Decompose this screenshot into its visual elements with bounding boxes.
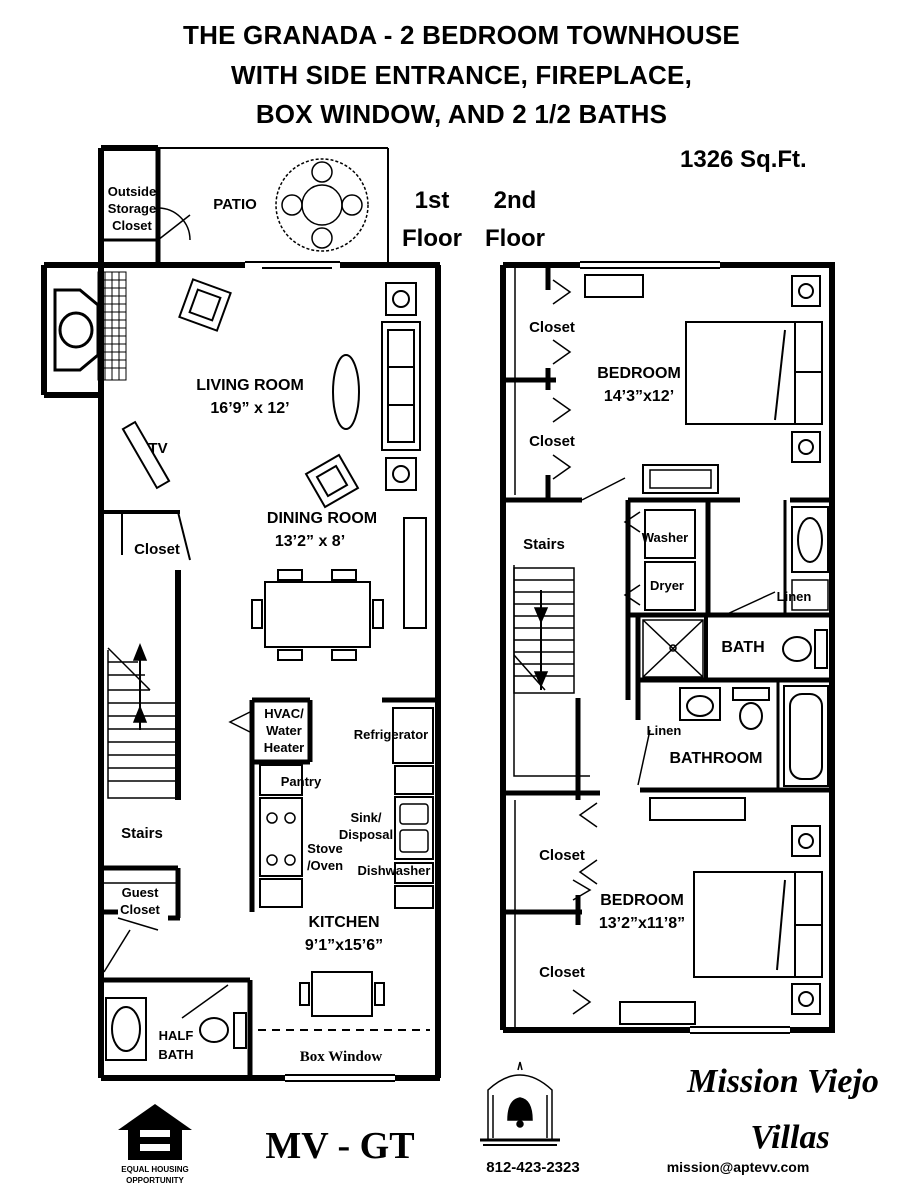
closet-4-label: Closet: [539, 964, 585, 981]
closet-label: Closet: [134, 541, 180, 558]
toilet-icon: [732, 687, 770, 730]
sink-icon: [105, 997, 147, 1061]
dryer-label: Dryer: [650, 578, 684, 593]
living-room-size: 16’9” x 12’: [210, 400, 289, 417]
guest-closet-label-1: Guest: [122, 885, 160, 900]
sink-label-1: Sink/: [350, 810, 381, 825]
first-floor-plan: [41, 145, 441, 1082]
lamp-icon: [791, 825, 821, 1015]
sink-icon: [679, 687, 721, 721]
equal-housing-label-1: EQUAL HOUSING: [121, 1165, 188, 1174]
buffet-icon: [403, 517, 427, 629]
mission-bell-logo-icon: [480, 1061, 560, 1146]
armchair-icon: [304, 453, 360, 509]
fireplace-icon: [97, 271, 127, 381]
closet-1-label: Closet: [529, 319, 575, 336]
second-floor-label-2: Floor: [485, 225, 545, 252]
dining-table-icon: [251, 569, 384, 661]
armchair-icon: [178, 278, 232, 332]
outside-storage-label-3: Closet: [112, 218, 152, 233]
washer-label: Washer: [642, 530, 688, 545]
tv-icon: [121, 420, 171, 490]
bedroom-1-size: 14’3”x12’: [604, 388, 674, 405]
bath-label: BATH: [721, 639, 764, 656]
sqft-label: 1326 Sq.Ft.: [680, 146, 807, 173]
outside-storage-label-1: Outside: [108, 184, 156, 199]
sink-label-2: Disposal: [339, 827, 393, 842]
stairs-icon: [107, 642, 178, 799]
phone-number: 812-423-2323: [486, 1159, 579, 1176]
sink-icon: [791, 506, 829, 573]
linen-2-label: Linen: [647, 723, 682, 738]
box-window-label: Box Window: [300, 1049, 383, 1065]
second-floor-plan: [500, 261, 835, 1034]
stairs-icon: [513, 565, 590, 777]
lamp-icon: [791, 275, 821, 463]
bedroom-2-size: 13’2”x11’8”: [599, 915, 685, 932]
closet-3-label: Closet: [539, 847, 585, 864]
title-line-2: WITH SIDE ENTRANCE, FIREPLACE,: [230, 60, 692, 90]
hvac-label-1: HVAC/: [264, 706, 304, 721]
dishwasher-label: Dishwasher: [358, 863, 431, 878]
patio-table-icon: [275, 158, 369, 252]
half-bath-label-2: BATH: [158, 1047, 193, 1062]
tv-label: TV: [148, 440, 167, 457]
sofa-icon: [381, 321, 421, 451]
bedroom-2-label: BEDROOM: [600, 892, 684, 909]
stove-icon: [259, 797, 303, 877]
stairs-2-label: Stairs: [523, 536, 565, 553]
brand-line-1: Mission Viejo: [686, 1063, 879, 1100]
brand-line-2: Villas: [750, 1119, 829, 1156]
closet-2-label: Closet: [529, 433, 575, 450]
stairs-label: Stairs: [121, 825, 163, 842]
coffee-table-icon: [332, 354, 360, 430]
dining-table-icon: [299, 971, 385, 1017]
title-line-3: BOX WINDOW, AND 2 1/2 BATHS: [255, 99, 668, 129]
toilet-icon: [782, 629, 828, 669]
second-floor-label-1: 2nd: [494, 187, 537, 214]
dresser-icon: [642, 464, 719, 494]
first-floor-label-1: 1st: [415, 187, 450, 214]
hvac-label-3: Heater: [264, 740, 304, 755]
title-line-1: THE GRANADA - 2 BEDROOM TOWNHOUSE: [183, 20, 740, 50]
guest-closet-label-2: Closet: [120, 902, 160, 917]
hvac-label-2: Water: [266, 723, 302, 738]
pantry-label: Pantry: [281, 774, 322, 789]
equal-housing-label-2: OPPORTUNITY: [126, 1176, 184, 1185]
patio-label: PATIO: [213, 196, 257, 213]
outside-storage-label-2: Storage: [108, 201, 156, 216]
toilet-icon: [199, 1012, 247, 1049]
model-code: MV - GT: [265, 1125, 414, 1167]
kitchen-label: KITCHEN: [308, 914, 379, 931]
shower-icon: [642, 619, 704, 678]
kitchen-size: 9’1”x15’6”: [305, 937, 383, 954]
living-room-label: LIVING ROOM: [196, 377, 304, 394]
dining-room-label: DINING ROOM: [267, 510, 377, 527]
lamp-icon: [385, 282, 417, 491]
half-bath-label-1: HALF: [159, 1028, 194, 1043]
first-floor-label-2: Floor: [402, 225, 462, 252]
bedroom-1-label: BEDROOM: [597, 365, 681, 382]
stove-label-2: /Oven: [307, 858, 343, 873]
bathroom-label: BATHROOM: [669, 750, 762, 767]
equal-housing-icon: [118, 1104, 192, 1160]
linen-1-label: Linen: [777, 589, 812, 604]
sink-icon: [394, 796, 434, 860]
dining-room-size: 13’2” x 8’: [275, 533, 345, 550]
email-address: mission@aptevv.com: [667, 1159, 810, 1175]
refrigerator-label: Refrigerator: [354, 727, 428, 742]
bed-icon: [685, 321, 823, 425]
stove-label-1: Stove: [307, 841, 342, 856]
bed-icon: [693, 871, 823, 978]
bathtub-icon: [783, 685, 829, 787]
